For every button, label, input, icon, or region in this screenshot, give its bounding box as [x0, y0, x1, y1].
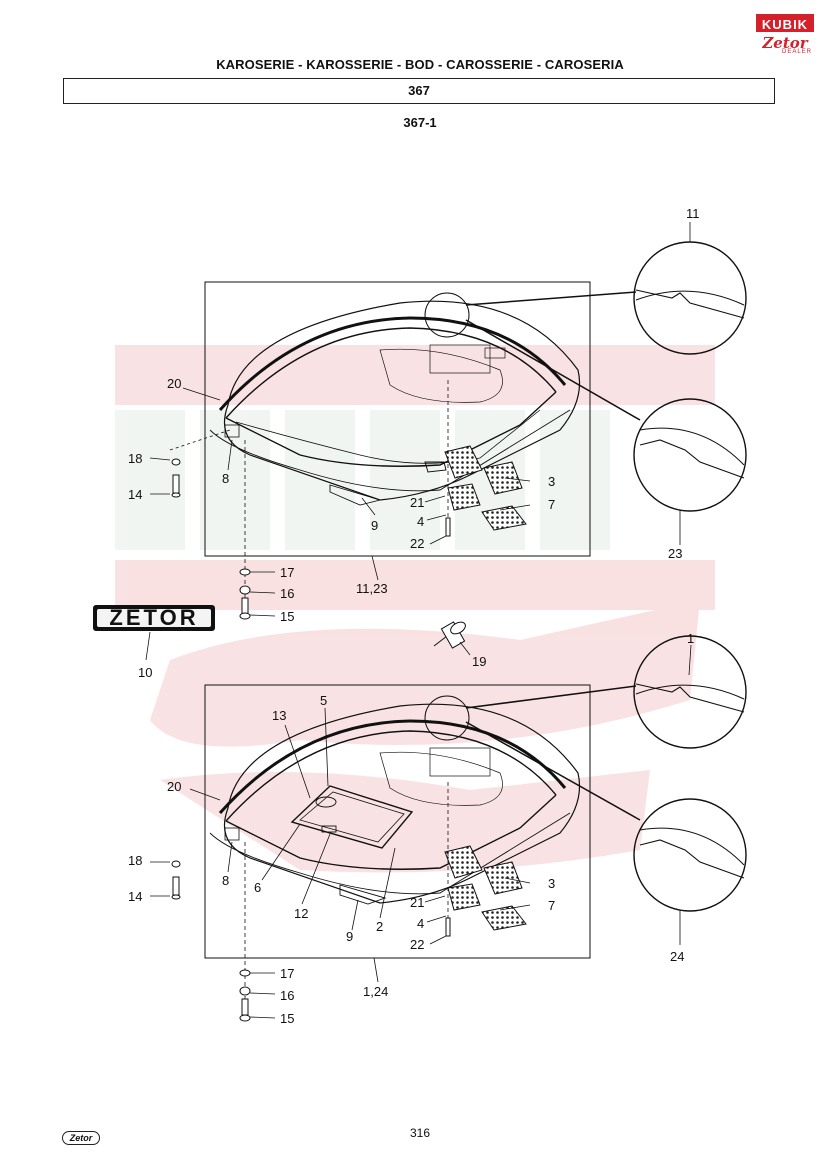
section-number-box: 367: [63, 78, 775, 104]
label-14: 14: [128, 487, 142, 502]
label-18: 18: [128, 451, 142, 466]
watermark-letters: [115, 410, 610, 550]
page-number: 316: [409, 1126, 431, 1140]
label-7: 7: [548, 497, 555, 512]
upper-callout-labels: 11 23 20 18 14 8 9 3 21 7 4 22 17 16 15 …: [128, 206, 700, 624]
label-9-lower: 9: [346, 929, 353, 944]
upper-fasteners: [171, 458, 451, 620]
upper-detail-circle-23: [633, 398, 747, 512]
lower-detail-circle-24: [633, 798, 747, 912]
upper-detail-circle-11: [465, 241, 747, 421]
label-9: 9: [371, 518, 378, 533]
label-7-lower: 7: [548, 898, 555, 913]
label-assembly-lower: 1,24: [363, 984, 388, 999]
label-19: 19: [472, 654, 486, 669]
upper-roof-assembly: [204, 281, 591, 557]
lower-roof-assembly: [204, 684, 591, 959]
label-4-lower: 4: [417, 916, 424, 931]
label-8: 8: [222, 471, 229, 486]
label-3: 3: [548, 474, 555, 489]
zetor-badge: ZETOR: [93, 605, 215, 631]
label-assembly-upper: 11,23: [356, 581, 388, 596]
upper-vent-grilles: [424, 445, 527, 531]
kubik-zetor-logo: KUBIK Zetor DEALER: [756, 14, 814, 64]
label-12: 12: [294, 906, 308, 921]
label-17-lower: 17: [280, 966, 294, 981]
label-4: 4: [417, 514, 424, 529]
logo-dealer-text: DEALER: [781, 49, 812, 55]
lower-fasteners: [171, 860, 451, 1022]
sunroof-hatch: [290, 785, 414, 849]
footer-zetor-logo: Zetor: [62, 1131, 100, 1145]
label-17: 17: [280, 565, 294, 580]
label-6: 6: [254, 880, 261, 895]
zetor-badge-text: ZETOR: [109, 605, 198, 630]
middle-leader-lines: [145, 631, 692, 676]
label-20: 20: [167, 376, 181, 391]
subsection-number: 367-1: [403, 115, 437, 130]
label-16-lower: 16: [280, 988, 294, 1003]
part-19-knob: [433, 621, 471, 656]
label-10: 10: [138, 665, 152, 680]
label-16: 16: [280, 586, 294, 601]
label-20-lower: 20: [167, 779, 181, 794]
watermark: [115, 345, 715, 873]
upper-roof-outline: [223, 300, 581, 501]
label-2: 2: [376, 919, 383, 934]
label-5: 5: [320, 693, 327, 708]
label-15-lower: 15: [280, 1011, 294, 1026]
label-21: 21: [410, 495, 424, 510]
middle-callout-labels: 10 19 1: [138, 631, 694, 680]
label-13: 13: [272, 708, 286, 723]
label-3-lower: 3: [548, 876, 555, 891]
label-1: 1: [687, 631, 694, 646]
label-8-lower: 8: [222, 873, 229, 888]
page-title: KAROSERIE - KAROSSERIE - BOD - CAROSSERI…: [216, 57, 624, 72]
label-24: 24: [670, 949, 684, 964]
label-22-lower: 22: [410, 937, 424, 952]
label-18-lower: 18: [128, 853, 142, 868]
label-23: 23: [668, 546, 682, 561]
label-15: 15: [280, 609, 294, 624]
lower-frame: [204, 684, 591, 959]
lower-vent-grilles: [444, 845, 527, 931]
label-21-lower: 21: [410, 895, 424, 910]
logo-zetor-text: Zetor: [762, 34, 808, 52]
lower-callout-labels: 5 13 20 18 14 8 6 12 9 2 3 21 7 4 22 17 …: [128, 693, 684, 1026]
lower-detail-circle-1: [465, 635, 747, 821]
label-14-lower: 14: [128, 889, 142, 904]
logo-kubik-text: KUBIK: [756, 14, 814, 32]
upper-frame: [204, 281, 591, 557]
label-22: 22: [410, 536, 424, 551]
lower-leader-lines: [150, 707, 681, 1020]
label-11: 11: [686, 206, 700, 221]
